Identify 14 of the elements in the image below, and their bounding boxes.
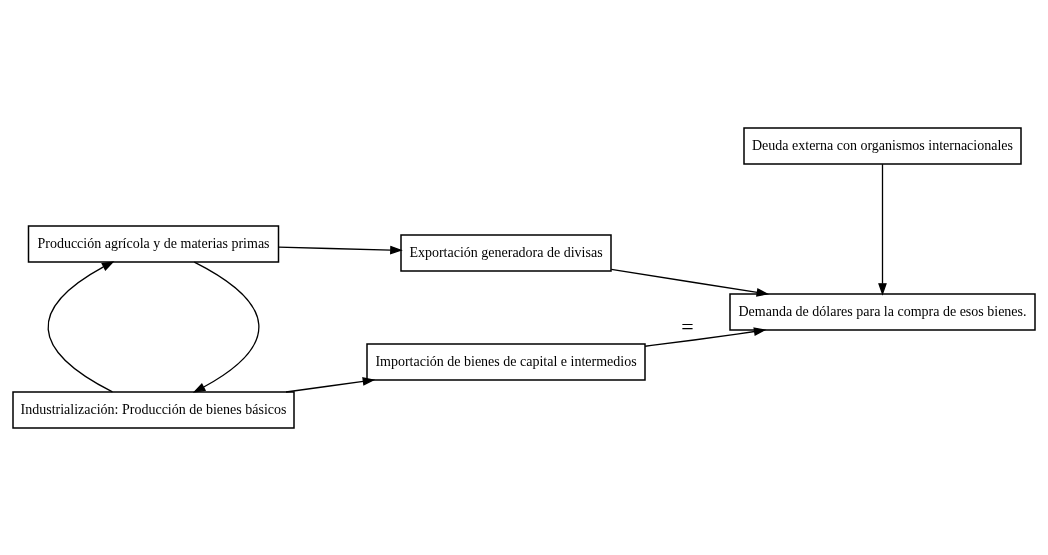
node-box: Industrialización: Producción de bienes básicos	[12, 390, 295, 429]
arrow	[192, 260, 260, 393]
edge-label: =	[681, 313, 694, 339]
node-box: Deuda externa con organismos internacionales	[743, 126, 1022, 165]
arrow	[277, 245, 403, 254]
arrow	[644, 326, 767, 347]
arrow	[610, 268, 770, 297]
node-box: Importación de bienes de capital e intermedios	[366, 342, 646, 381]
arrow	[285, 376, 376, 393]
node-box: Producción agrícola y de materias primas	[27, 224, 280, 263]
node-box: Demanda de dólares para la compra de esos bienes.	[729, 292, 1036, 331]
arrow	[47, 260, 115, 392]
node-box: Exportación generadora de divisas	[400, 233, 612, 272]
arrow	[878, 163, 887, 296]
